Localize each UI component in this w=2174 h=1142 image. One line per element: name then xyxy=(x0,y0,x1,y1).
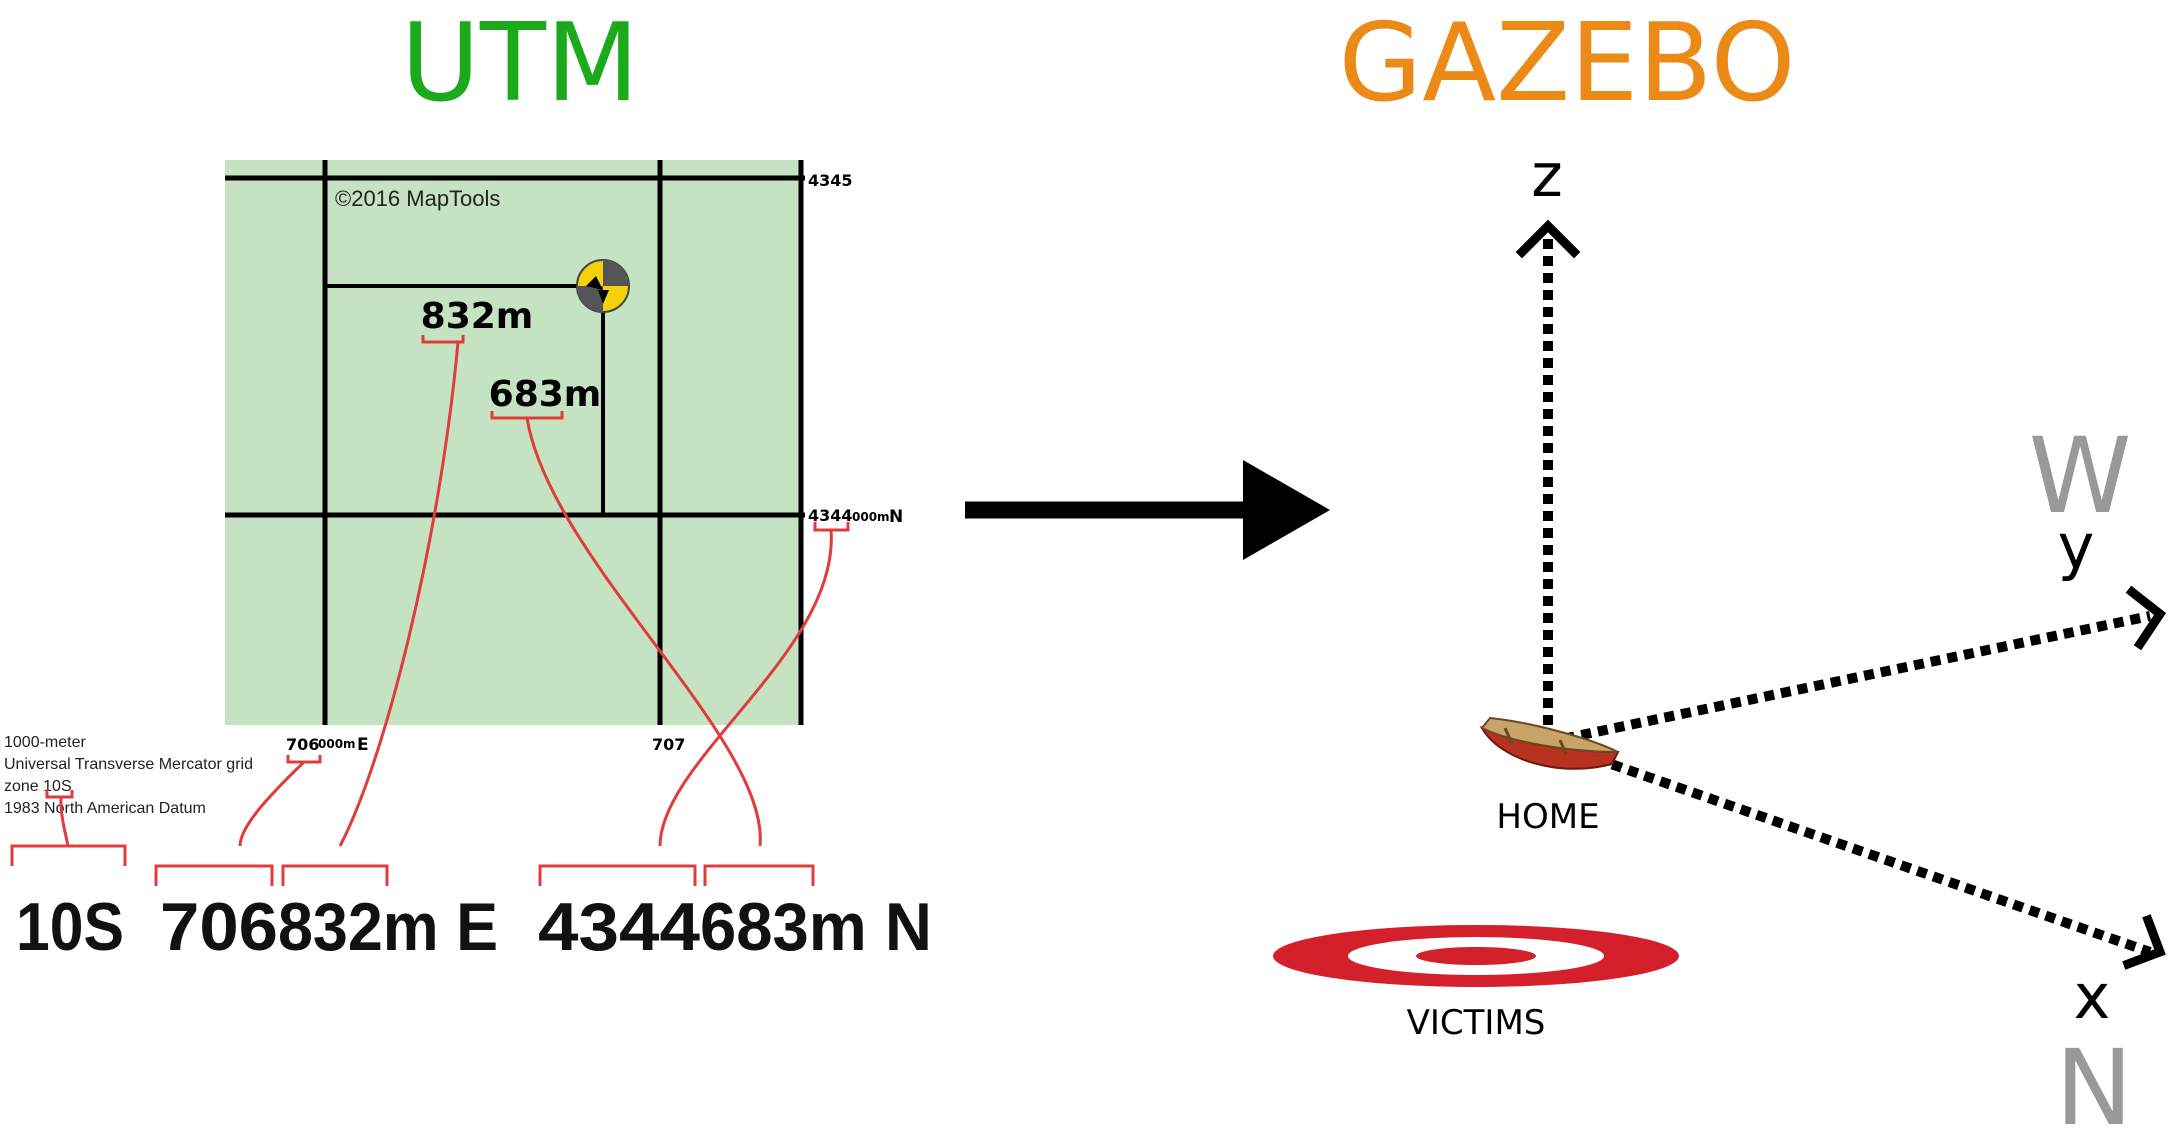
victims-label: VICTIMS xyxy=(1407,1003,1546,1043)
y-axis-label: y xyxy=(2058,510,2095,583)
z-arrowhead-icon xyxy=(1515,219,1581,259)
offset-lines xyxy=(325,284,605,515)
coordinate-northing-meters: 683m N xyxy=(700,889,932,965)
conversion-arrow-icon xyxy=(965,460,1330,560)
utm-connectors xyxy=(10,335,850,886)
legend-line: 1000-meter xyxy=(4,734,86,751)
z-axis-label: z xyxy=(1531,141,1563,211)
northing-label-suffix: 000m xyxy=(852,510,890,524)
utm-title: UTM xyxy=(401,1,639,126)
easting-label-dir: E xyxy=(357,735,369,755)
legend-line: 1983 North American Datum xyxy=(4,800,206,817)
easting-next-label: 707 xyxy=(652,735,685,754)
gazebo-axes xyxy=(1543,228,2152,957)
boat-icon xyxy=(1479,716,1620,770)
map-copyright: ©2016 MapTools xyxy=(335,186,500,211)
map-background xyxy=(225,160,801,725)
coordinate-easting-base: 706 xyxy=(160,889,278,965)
x-arrowhead-icon xyxy=(2122,914,2166,970)
y-axis xyxy=(1546,611,2152,747)
northing-label-prefix: 4344 xyxy=(808,506,853,525)
coordinate-northing-base: 4344 xyxy=(538,889,700,965)
utm-map: ©2016 MapTools 832m 683m 4345 4344 000m … xyxy=(225,160,903,755)
legend-line: zone 10S xyxy=(4,778,72,795)
easting-label-prefix: 706 xyxy=(286,735,319,754)
northing-distance: 683m xyxy=(489,374,602,415)
axis-arrowheads xyxy=(1515,219,2167,970)
easting-label-suffix: 000m xyxy=(318,737,356,751)
coordinate-zone: 10S xyxy=(16,889,124,965)
easting-distance: 832m xyxy=(421,296,534,337)
legend-line: Universal Transverse Mercator grid xyxy=(4,756,253,773)
utm-legend: 1000-meter Universal Transverse Mercator… xyxy=(4,734,253,817)
gazebo-title: GAZEBO xyxy=(1339,1,1796,126)
utm-coordinate: 10S 706 832m E 4344 683m N xyxy=(16,889,932,965)
northing-label-dir: N xyxy=(889,507,903,527)
utm-grid-lines xyxy=(225,160,805,725)
coordinate-easting-meters: 832m E xyxy=(278,889,498,965)
home-label: HOME xyxy=(1496,797,1599,837)
position-marker-icon xyxy=(576,259,630,313)
x-axis-label: x xyxy=(2074,960,2111,1033)
compass-west-label: W xyxy=(2029,415,2132,537)
compass-north-label: N xyxy=(2055,1027,2133,1142)
x-axis xyxy=(1546,737,2152,957)
northing-top-label: 4345 xyxy=(808,171,853,190)
y-arrowhead-icon xyxy=(2125,585,2167,651)
victims-target-icon xyxy=(1273,925,1679,987)
